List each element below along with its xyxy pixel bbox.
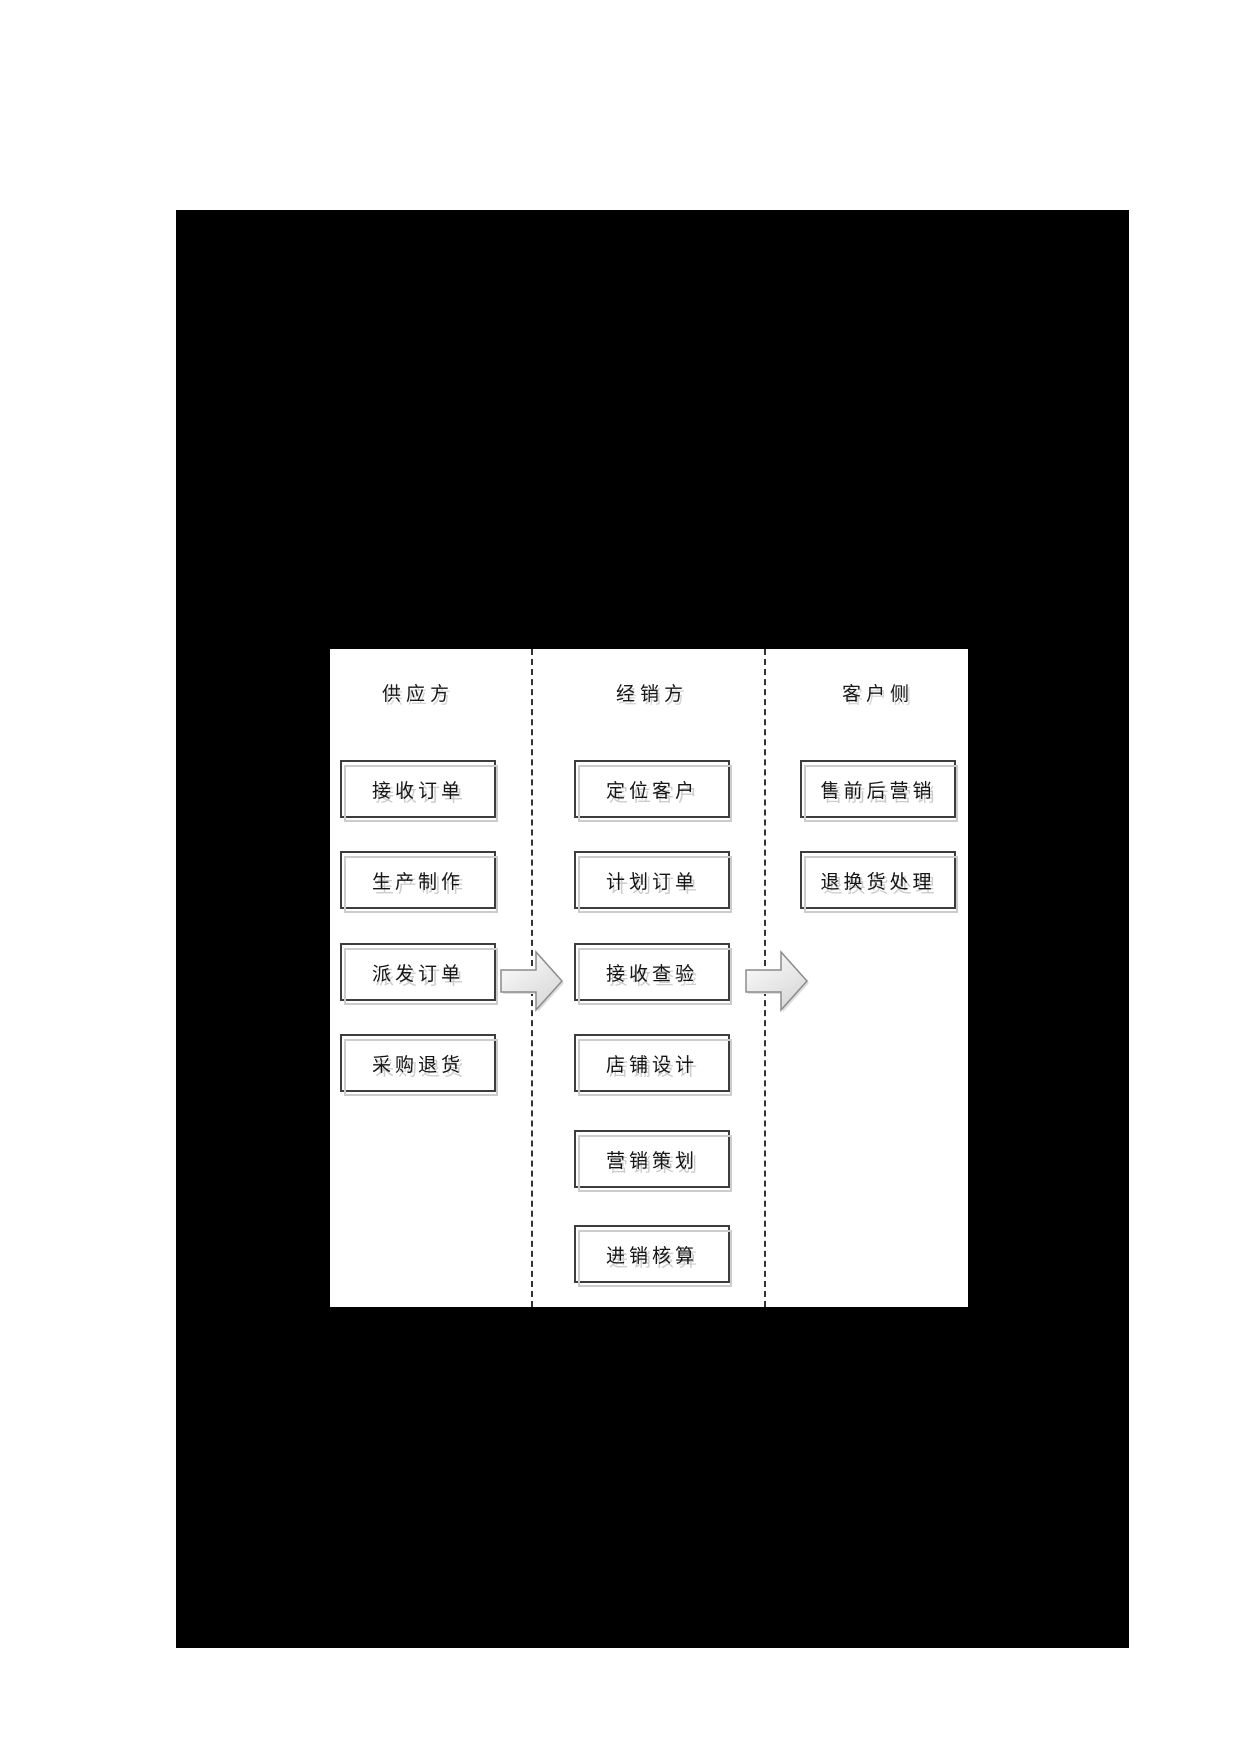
- box-pre-post-sales-marketing: 售前后营销: [800, 760, 958, 822]
- box-purchase-sales-accounting: 进销核算: [574, 1225, 732, 1287]
- box-store-design: 店铺设计: [574, 1034, 732, 1096]
- block-arrow-right-icon: [500, 950, 564, 1012]
- box-marketing-planning: 营销策划: [574, 1130, 732, 1192]
- box-locate-customers: 定位客户: [574, 760, 732, 822]
- box-plan-orders: 计划订单: [574, 851, 732, 913]
- block-arrow-right-icon: [745, 950, 809, 1012]
- lane-header-distributor: 经销方: [615, 683, 689, 705]
- box-production: 生产制作: [340, 851, 498, 913]
- box-receive-inspect: 接收查验: [574, 943, 732, 1005]
- lane-header-supplier: 供应方: [381, 683, 455, 705]
- box-purchase-returns: 采购退货: [340, 1034, 498, 1096]
- figure-black-background: 供应方 经销方 客户侧 接收订单 生产制作 派发订单 采购退货 定位客户 计划订…: [176, 210, 1129, 1648]
- lane-header-customer: 客户侧: [841, 683, 915, 705]
- swimlane-diagram: 供应方 经销方 客户侧 接收订单 生产制作 派发订单 采购退货 定位客户 计划订…: [330, 649, 968, 1307]
- box-receive-orders: 接收订单: [340, 760, 498, 822]
- box-returns-exchange-handling: 退换货处理: [800, 851, 958, 913]
- box-dispatch-orders: 派发订单: [340, 943, 498, 1005]
